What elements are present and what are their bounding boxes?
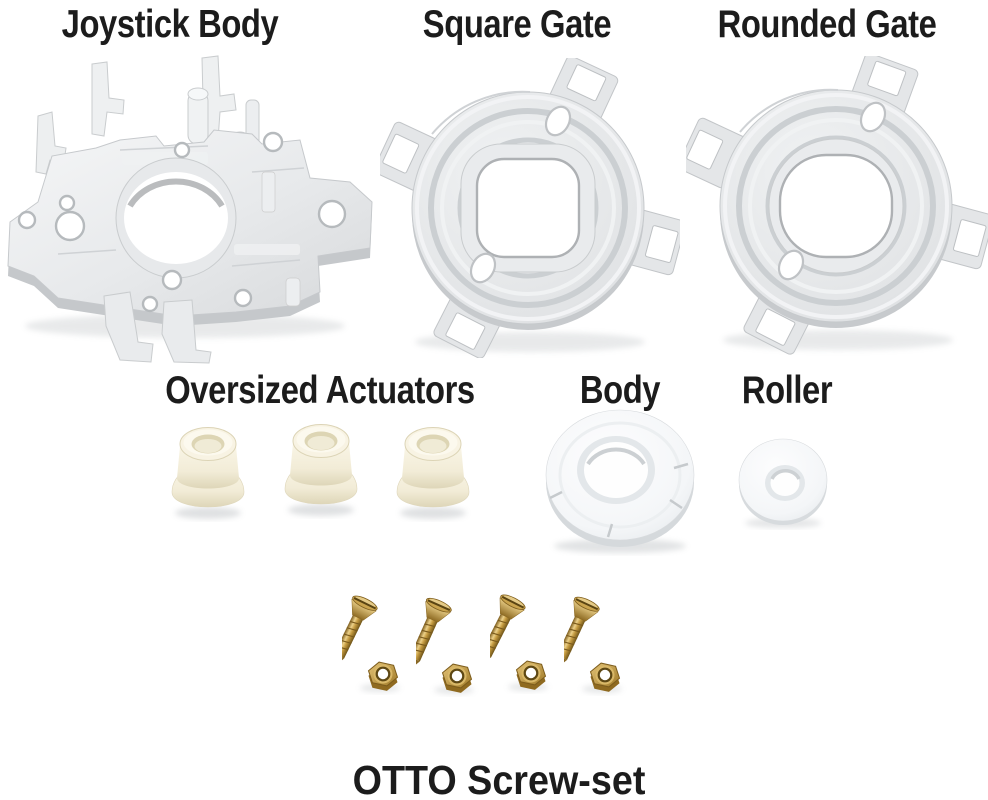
rim-notches (549, 462, 689, 538)
screw-set-label: OTTO Screw-set (352, 757, 646, 800)
roller-label: Roller (741, 369, 833, 412)
screw-photo-4 (564, 596, 622, 693)
pivot-body-photo (545, 409, 695, 553)
actuator-photo-2 (284, 424, 358, 516)
joystick-body-label: Joystick Body (61, 3, 279, 46)
body-label: Body (579, 369, 661, 412)
screw (490, 594, 526, 661)
gate-screw-holes (469, 105, 572, 284)
square-gate-label: Square Gate (422, 3, 612, 46)
gate-tabs (380, 58, 680, 358)
square-gate-photo (380, 58, 680, 358)
roller-hole (770, 470, 800, 496)
bottom-prongs (103, 291, 212, 364)
gate-screw-holes (777, 101, 887, 281)
mounting-holes (17, 131, 347, 313)
gate-ridges (415, 95, 641, 321)
rounded-gate-label: Rounded Gate (717, 3, 937, 46)
screw (564, 596, 600, 664)
screw-photo-2 (416, 597, 474, 694)
screw (416, 597, 452, 665)
joystick-body-photo (7, 55, 373, 364)
screw (342, 595, 378, 663)
screw-photo-3 (490, 594, 548, 691)
gate-ridges (723, 93, 949, 319)
roller-photo (738, 438, 828, 528)
pivot-body-hole (584, 442, 648, 498)
actuator-photo-3 (396, 427, 470, 519)
center-hole (124, 172, 228, 264)
square-gate-hole (475, 157, 581, 259)
rounded-gate-photo (686, 56, 988, 355)
rounded-gate-hole (778, 153, 894, 259)
screw-photo-1 (342, 595, 400, 692)
actuator-photo-1 (171, 427, 245, 519)
oversized-actuators-label: Oversized Actuators (165, 369, 475, 412)
